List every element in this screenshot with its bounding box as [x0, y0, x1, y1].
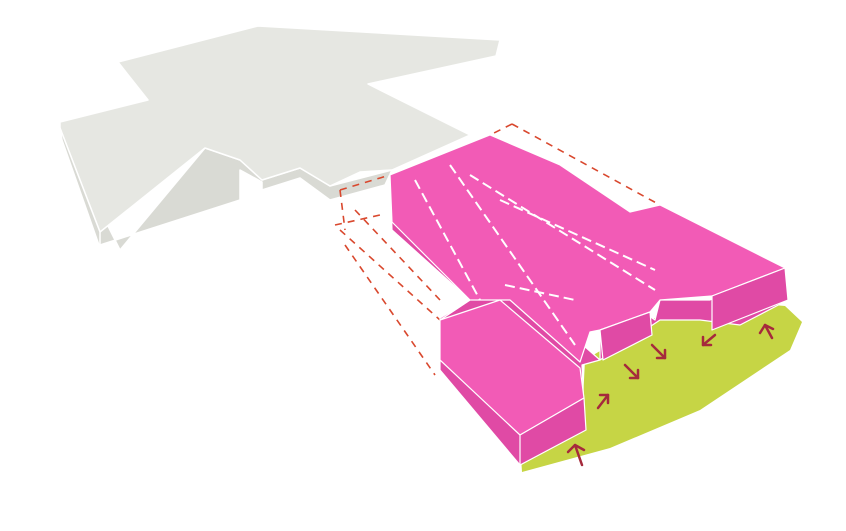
landscape-area: [520, 300, 802, 472]
new-building-south-face: [519, 397, 587, 466]
circulation-arrows: [414, 164, 656, 346]
new-building-middle-face: [599, 311, 653, 361]
access-arrows: [566, 323, 775, 467]
arrow-icon: [566, 443, 586, 467]
new-building: [389, 134, 789, 466]
existing-building-side: [59, 121, 393, 251]
arrow-icon: [650, 343, 667, 360]
dashed-guides: [334, 123, 661, 376]
arrow-icon: [623, 363, 640, 380]
existing-building-wing-face: [59, 127, 101, 249]
arrow-icon: [758, 323, 775, 340]
existing-building: [59, 25, 501, 251]
arrow-icon: [701, 333, 717, 347]
existing-building-roof: [59, 25, 501, 233]
new-building-east-face: [711, 267, 789, 331]
arrow-icon: [596, 393, 610, 410]
